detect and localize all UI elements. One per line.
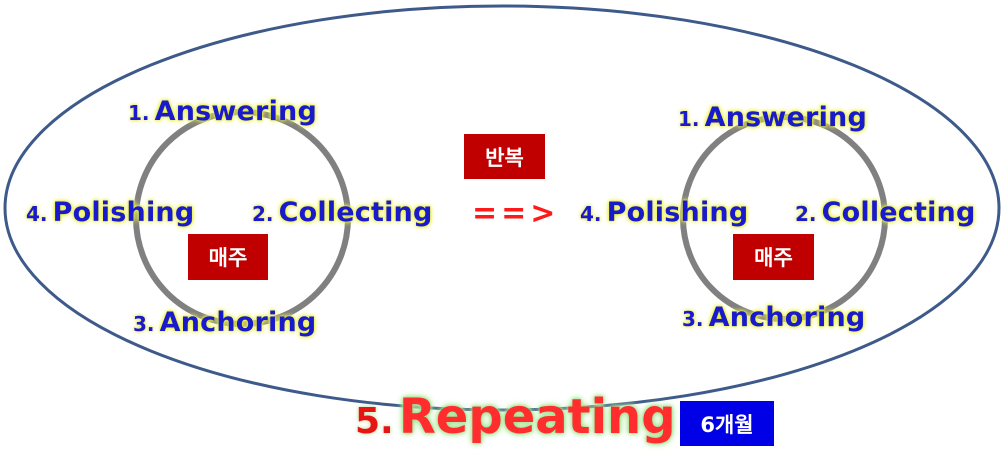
left-step-2: 2. Collecting	[252, 199, 433, 226]
right-step-4-number: 4.	[580, 202, 602, 226]
left-step-1-number: 1.	[128, 101, 150, 125]
outer-ellipse	[3, 4, 1001, 412]
left-center-badge: 매주	[188, 234, 268, 280]
right-step-1-label: Answering	[704, 102, 867, 133]
left-step-1: 1. Answering	[128, 98, 317, 125]
right-step-1: 1. Answering	[678, 104, 867, 131]
right-step-2-label: Collecting	[821, 197, 976, 228]
right-cycle-ring	[680, 114, 888, 322]
right-step-4: 4. Polishing	[580, 199, 748, 226]
left-step-4-label: Polishing	[52, 197, 195, 228]
repeat-badge: 반복	[464, 134, 545, 179]
final-step: 5. Repeating	[355, 393, 676, 441]
right-step-1-number: 1.	[678, 107, 700, 131]
right-step-2-number: 2.	[795, 202, 817, 226]
right-step-2: 2. Collecting	[795, 199, 976, 226]
right-step-3-number: 3.	[682, 307, 704, 331]
left-step-2-number: 2.	[252, 202, 274, 226]
right-center-badge: 매주	[733, 234, 814, 280]
left-step-3-label: Anchoring	[159, 307, 317, 338]
repeat-arrow: ==>	[472, 196, 560, 231]
left-step-3-number: 3.	[133, 312, 155, 336]
left-step-1-label: Answering	[154, 96, 317, 127]
right-step-3-label: Anchoring	[708, 302, 866, 333]
duration-badge: 6개월	[680, 401, 774, 446]
left-cycle-ring	[133, 109, 351, 327]
right-step-3: 3. Anchoring	[682, 304, 865, 331]
final-step-number: 5.	[355, 401, 394, 442]
left-step-3: 3. Anchoring	[133, 309, 316, 336]
left-step-4: 4. Polishing	[26, 199, 194, 226]
left-step-2-label: Collecting	[278, 197, 433, 228]
right-step-4-label: Polishing	[606, 197, 749, 228]
left-step-4-number: 4.	[26, 202, 48, 226]
final-step-label: Repeating	[398, 389, 676, 445]
